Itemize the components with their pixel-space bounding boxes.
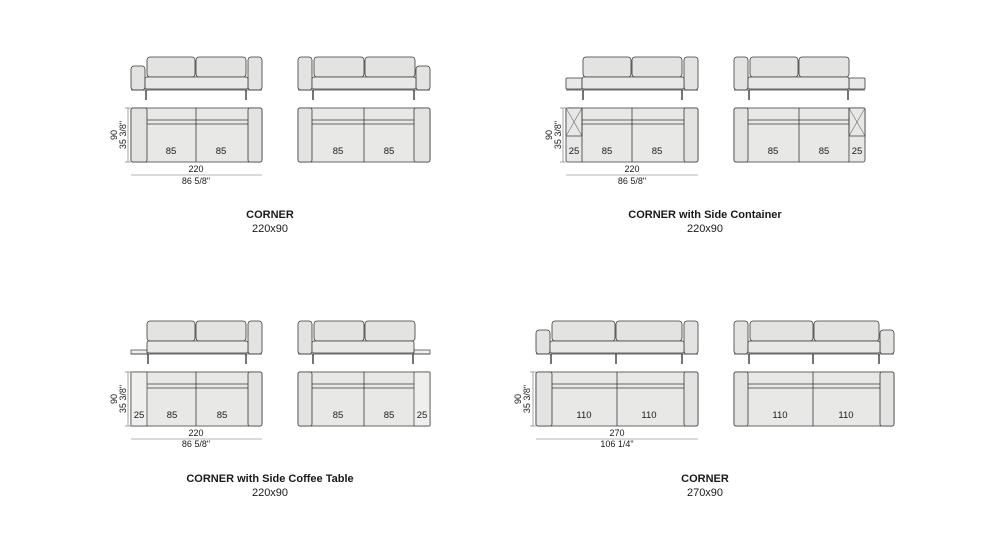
seat-width-label: 110 [576, 410, 591, 421]
plan-view-left [565, 107, 699, 163]
depth-cm: 90 [513, 394, 523, 404]
front-elevation-right [733, 56, 866, 100]
width-in: 106 1/4" [600, 439, 633, 449]
table-width-label: 25 [417, 410, 428, 421]
seat-width-label: 85 [216, 146, 227, 157]
table-width-label: 25 [134, 410, 145, 421]
depth-cm: 90 [109, 130, 119, 140]
panel-corner-side-container: 90 35 3/8" 220 86 5/8" 25 85 85 85 85 25… [544, 56, 866, 235]
front-elevation-right [297, 320, 431, 364]
depth-in: 35 3/8" [118, 385, 128, 413]
seat-width-label: 85 [819, 146, 830, 157]
depth-in: 35 3/8" [118, 121, 128, 149]
width-cm: 220 [188, 164, 203, 174]
seat-width-label: 85 [167, 410, 178, 421]
seat-width-label: 85 [384, 146, 395, 157]
seat-width-label: 110 [838, 410, 853, 421]
width-in: 86 5/8" [182, 439, 210, 449]
plan-view-left [130, 371, 263, 427]
seat-width-label: 110 [772, 410, 787, 421]
depth-cm: 90 [544, 130, 554, 140]
panel-corner-220: 90 35 3/8" 220 86 5/8" 85 85 85 85 CORNE… [109, 56, 431, 235]
plan-view-right [733, 107, 866, 163]
seat-width-label: 85 [768, 146, 779, 157]
front-elevation-left [130, 56, 263, 100]
depth-cm: 90 [109, 394, 119, 404]
seat-width-label: 85 [217, 410, 228, 421]
width-cm: 270 [609, 428, 624, 438]
model-size: 220x90 [687, 223, 723, 235]
model-title: CORNER [246, 209, 294, 221]
front-elevation-left [535, 320, 699, 364]
model-title: CORNER [681, 473, 729, 485]
model-size: 270x90 [687, 487, 723, 499]
plan-view-left [130, 107, 263, 163]
container-width-label: 25 [569, 146, 580, 157]
model-size: 220x90 [252, 487, 288, 499]
plan-view-right [297, 107, 431, 163]
depth-in: 35 3/8" [553, 121, 563, 149]
panel-corner-270: 90 35 3/8" 270 106 1/4" 110 110 110 110 … [513, 320, 895, 499]
model-title: CORNER with Side Container [628, 209, 782, 221]
model-title: CORNER with Side Coffee Table [186, 473, 353, 485]
seat-width-label: 85 [384, 410, 395, 421]
front-elevation-right [297, 56, 431, 100]
seat-width-label: 85 [166, 146, 177, 157]
depth-in: 35 3/8" [522, 385, 532, 413]
seat-width-label: 85 [602, 146, 613, 157]
width-in: 86 5/8" [618, 176, 646, 186]
seat-width-label: 110 [641, 410, 656, 421]
plan-view-right [297, 371, 431, 427]
front-elevation-left [565, 56, 699, 100]
model-size: 220x90 [252, 223, 288, 235]
width-in: 86 5/8" [182, 176, 210, 186]
width-cm: 220 [624, 164, 639, 174]
panel-corner-side-coffee-table: 90 35 3/8" 220 86 5/8" 25 85 85 85 85 25… [109, 320, 431, 499]
seat-width-label: 85 [652, 146, 663, 157]
plan-view-right [733, 371, 895, 427]
container-width-label: 25 [852, 146, 863, 157]
plan-view-left [535, 371, 699, 427]
seat-width-label: 85 [333, 410, 344, 421]
front-elevation-left [130, 320, 263, 364]
width-cm: 220 [188, 428, 203, 438]
seat-width-label: 85 [333, 146, 344, 157]
front-elevation-right [733, 320, 895, 364]
